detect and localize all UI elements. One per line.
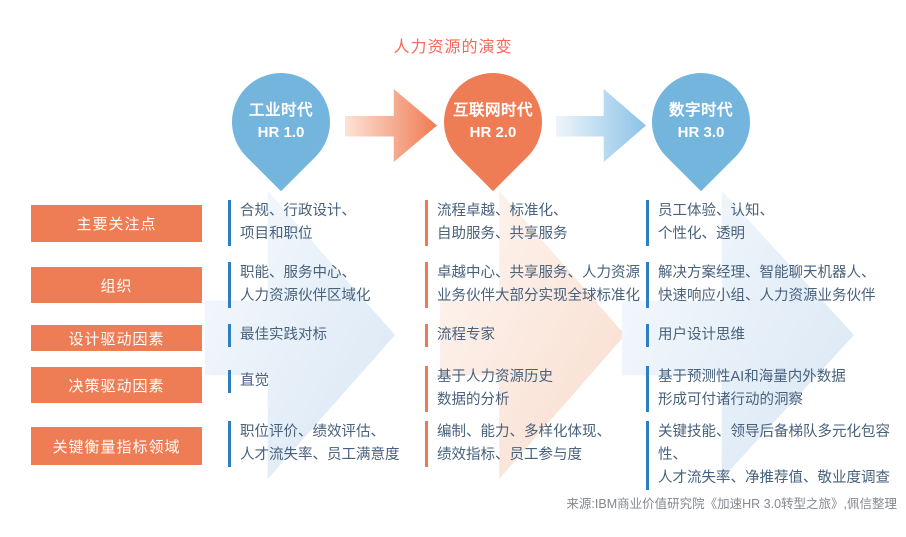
era-pin-hr1-text: 工业时代 HR 1.0 xyxy=(232,73,330,171)
row-label-organization: 组织 xyxy=(31,267,202,303)
era-version: HR 2.0 xyxy=(469,124,517,141)
cell-focus-hr1: 合规、行政设计、 项目和职位 xyxy=(228,200,440,246)
cell-key-metrics-hr2: 编制、能力、多样化体现、 绩效指标、员工参与度 xyxy=(425,421,657,467)
page-title: 人力资源的演变 xyxy=(393,39,513,56)
row-label-design-drivers: 设计驱动因素 xyxy=(31,325,202,351)
era-pin-hr2: 互联网时代 HR 2.0 xyxy=(423,52,563,192)
era-pin-hr3-text: 数字时代 HR 3.0 xyxy=(652,73,750,171)
cell-organization-hr1: 职能、服务中心、 人力资源伙伴区域化 xyxy=(228,262,440,308)
cell-design-drivers-hr1: 最佳实践对标 xyxy=(228,324,440,347)
source-note: 来源:IBM商业价值研究院《加速HR 3.0转型之旅》,佩信整理 xyxy=(566,497,897,511)
arrow-hr2-to-hr3-icon xyxy=(556,89,646,162)
cell-organization-hr3: 解决方案经理、智能聊天机器人、 快速响应小组、人力资源业务伙伴 xyxy=(646,262,906,308)
cell-design-drivers-hr3: 用户设计思维 xyxy=(646,324,906,347)
row-label-decision-drivers: 决策驱动因素 xyxy=(31,367,202,403)
era-name: 工业时代 xyxy=(248,102,313,119)
era-pin-hr2-text: 互联网时代 HR 2.0 xyxy=(444,73,542,171)
arrow-hr1-to-hr2-icon xyxy=(345,89,437,162)
row-label-focus: 主要关注点 xyxy=(31,205,202,242)
cell-design-drivers-hr2: 流程专家 xyxy=(425,324,657,347)
era-name: 互联网时代 xyxy=(452,102,533,119)
cell-decision-drivers-hr2: 基于人力资源历史 数据的分析 xyxy=(425,366,657,412)
cell-focus-hr2: 流程卓越、标准化、 自助服务、共享服务 xyxy=(425,200,657,246)
cell-key-metrics-hr1: 职位评价、绩效评估、 人才流失率、员工满意度 xyxy=(228,421,440,467)
era-name: 数字时代 xyxy=(668,102,733,119)
cell-decision-drivers-hr3: 基于预测性AI和海量内外数据 形成可付诸行动的洞察 xyxy=(646,366,906,412)
era-version: HR 1.0 xyxy=(257,124,305,141)
era-version: HR 3.0 xyxy=(677,124,725,141)
row-label-key-metrics: 关键衡量指标领域 xyxy=(31,427,202,465)
cell-organization-hr2: 卓越中心、共享服务、人力资源 业务伙伴大部分实现全球标准化 xyxy=(425,262,657,308)
cell-focus-hr3: 员工体验、认知、 个性化、透明 xyxy=(646,200,906,246)
era-pin-hr3: 数字时代 HR 3.0 xyxy=(631,52,771,192)
cell-key-metrics-hr3: 关键技能、领导后备梯队多元化包容性、 人才流失率、净推荐值、敬业度调查 xyxy=(646,421,906,490)
cell-decision-drivers-hr1: 直觉 xyxy=(228,370,440,393)
era-pin-hr1: 工业时代 HR 1.0 xyxy=(211,52,351,192)
